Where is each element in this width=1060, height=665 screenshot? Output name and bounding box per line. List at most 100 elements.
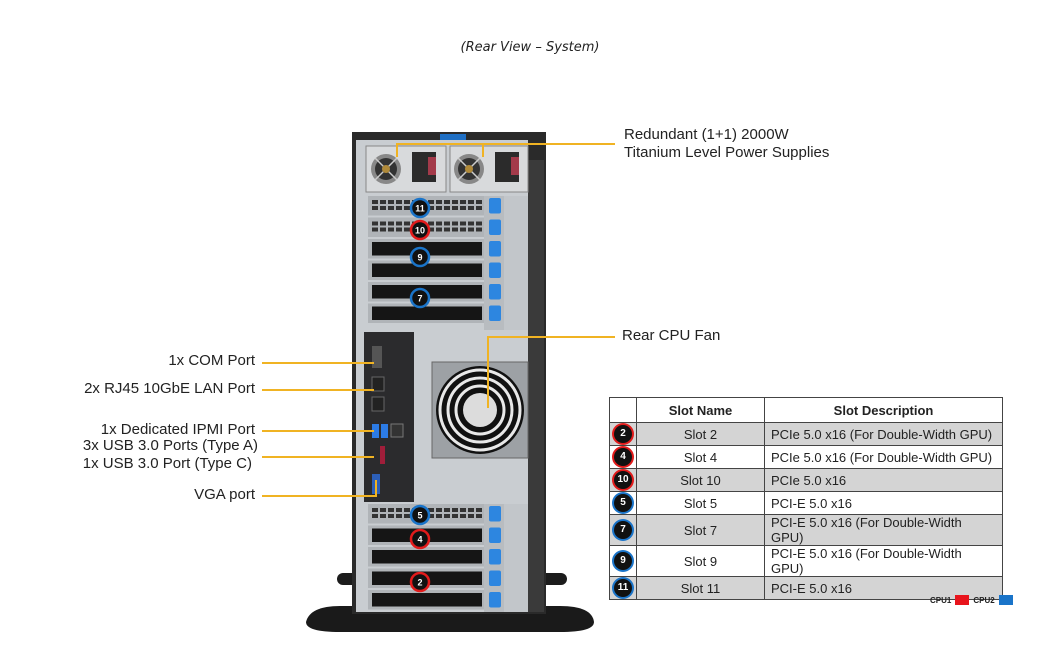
- slot-badge-icon: 5: [614, 494, 632, 512]
- top-indicator: [440, 134, 466, 140]
- vent-hole: [388, 514, 394, 518]
- vent-hole: [396, 200, 402, 204]
- label-rear-cpu-fan: Rear CPU Fan: [622, 327, 721, 344]
- vent-hole: [452, 227, 458, 232]
- leader-com: [262, 362, 374, 364]
- slot-badge-number: 5: [417, 511, 422, 521]
- chassis-side-edge: [528, 160, 544, 612]
- vent-hole: [380, 514, 386, 518]
- chassis-slot-badge: 4: [409, 528, 431, 550]
- slot-badge-cell: 11: [609, 576, 637, 600]
- vent-hole: [428, 221, 434, 226]
- vent-hole: [436, 508, 442, 512]
- vent-hole: [452, 200, 458, 204]
- slot-badge-number: 4: [417, 535, 422, 545]
- legend-swatch-cpu1: [955, 595, 970, 605]
- slot-latch-group-lower: [489, 506, 501, 608]
- slot-badge-number: 7: [417, 294, 422, 304]
- vent-hole: [380, 200, 386, 204]
- lan-port-1: [371, 376, 385, 392]
- slot-latch: [489, 506, 501, 522]
- vent-hole: [380, 206, 386, 210]
- slot-badge-number: 10: [415, 226, 425, 236]
- label-lan-port: 2x RJ45 10GbE LAN Port: [84, 380, 255, 397]
- vent-hole: [428, 200, 434, 204]
- chassis-slot-badge: 9: [409, 246, 431, 268]
- vent-hole: [380, 508, 386, 512]
- vent-hole: [388, 221, 394, 226]
- vent-hole: [372, 514, 378, 518]
- slot-badge-icon: 10: [614, 471, 632, 489]
- vent-hole: [452, 221, 458, 226]
- slot-badge-icon: 7: [614, 521, 632, 539]
- leader-lan: [262, 389, 374, 391]
- vent-hole: [404, 227, 410, 232]
- cpu-legend: CPU1 CPU2: [930, 595, 1013, 605]
- slot-table-header-row: Slot Name Slot Description: [609, 397, 1003, 423]
- slot-description-cell: PCI-E 5.0 x16: [764, 576, 1003, 600]
- chassis-slot-badge: 10: [409, 219, 431, 241]
- vent-hole: [460, 227, 466, 232]
- vent-hole: [460, 514, 466, 518]
- leader-fan: [487, 336, 615, 338]
- gpu-bracket-cover: [372, 263, 482, 277]
- slot-description-cell: PCIe 5.0 x16: [764, 468, 1003, 492]
- vent-hole: [444, 508, 450, 512]
- vent-hole: [444, 514, 450, 518]
- slot-description-cell: PCIe 5.0 x16 (For Double-Width GPU): [764, 445, 1003, 469]
- slot-latch: [489, 241, 501, 257]
- slot-badge-icon: 9: [614, 552, 632, 570]
- slot-badge-circle: [409, 571, 431, 593]
- vent-hole: [396, 514, 402, 518]
- slot-latch: [489, 305, 501, 321]
- vent-hole: [436, 514, 442, 518]
- vent-hole: [388, 508, 394, 512]
- vent-hole: [372, 200, 378, 204]
- vent-hole: [436, 221, 442, 226]
- leader-psu-drop-2: [482, 143, 484, 157]
- vent-hole: [452, 508, 458, 512]
- lan-port-2: [371, 396, 385, 412]
- label-vga-port: VGA port: [194, 486, 255, 503]
- vent-hole: [388, 206, 394, 210]
- label-usb-a: 3x USB 3.0 Ports (Type A): [82, 437, 258, 454]
- slot-badge-circle: [409, 504, 431, 526]
- slot-latch: [489, 284, 501, 300]
- label-power-supplies: Redundant (1+1) 2000W Titanium Level Pow…: [624, 126, 829, 162]
- chassis-slot-badge: 7: [409, 287, 431, 309]
- slot-badge-cell: 2: [609, 422, 637, 446]
- vent-hole: [428, 514, 434, 518]
- gpu-bracket-cover: [372, 242, 482, 256]
- vent-hole: [460, 508, 466, 512]
- leader-vga-rise: [375, 480, 377, 497]
- vent-hole: [476, 508, 482, 512]
- leader-vga: [262, 495, 376, 497]
- slot-name-cell: Slot 7: [636, 514, 765, 546]
- vent-hole: [396, 206, 402, 210]
- gpu-bracket-cover: [372, 550, 482, 564]
- slot-badge-circle: [409, 287, 431, 309]
- vent-hole: [404, 221, 410, 226]
- vent-hole: [468, 221, 474, 226]
- slot-latch: [489, 549, 501, 565]
- slot-description-cell: PCI-E 5.0 x16 (For Double-Width GPU): [764, 514, 1003, 546]
- slot-badge-circle: [409, 197, 431, 219]
- vent-hole: [444, 200, 450, 204]
- chassis-slot-badge: 11: [409, 197, 431, 219]
- slot-latch-group-upper: [489, 198, 501, 321]
- side-panel-lower: [504, 504, 528, 612]
- usb-c-port: [380, 446, 385, 464]
- vent-hole: [476, 514, 482, 518]
- slot-badge-number: 9: [417, 253, 422, 263]
- figure-caption: (Rear View – System): [460, 40, 600, 55]
- leader-ipmi: [262, 430, 374, 432]
- leader-fan-drop: [487, 336, 489, 408]
- slot-badge-icon: 4: [614, 448, 632, 466]
